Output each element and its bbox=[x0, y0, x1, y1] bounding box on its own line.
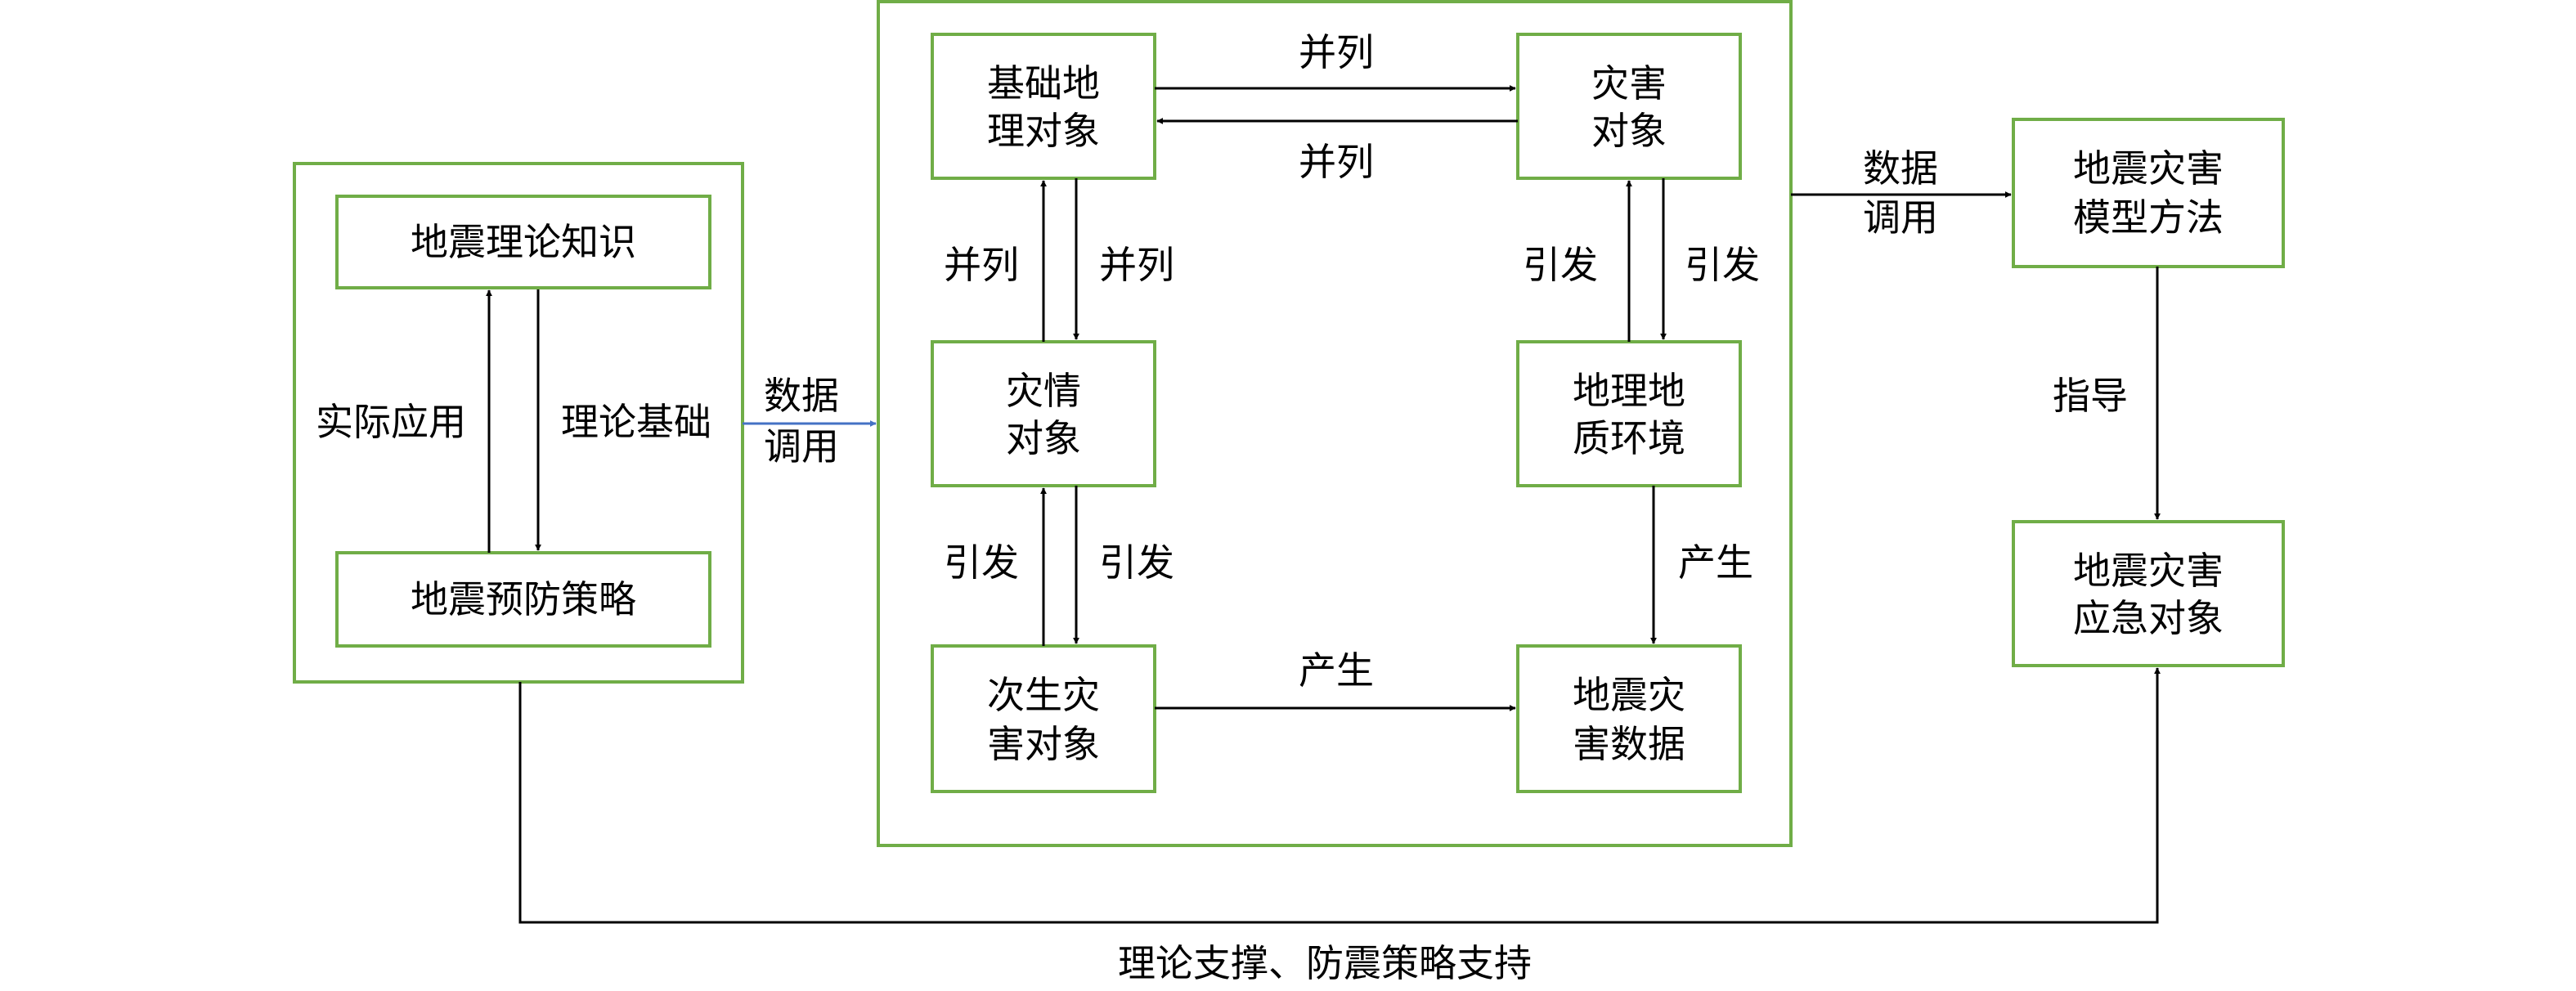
geo-environment-box bbox=[1516, 340, 1742, 487]
bottom-support-label: 理论支撑、防震策略支持 bbox=[1118, 941, 1532, 985]
data-call-right-label-line1: 数据 bbox=[1863, 146, 1938, 191]
prevention-strategy-label: 地震预防策略 bbox=[411, 577, 636, 621]
center-group-box bbox=[877, 0, 1793, 847]
theory-knowledge-box bbox=[335, 195, 711, 289]
model-method-label-line1: 地震灾害 bbox=[2073, 146, 2224, 191]
guide-label: 指导 bbox=[2053, 374, 2128, 418]
earthquake-disaster-data-label-line2: 害数据 bbox=[1573, 722, 1685, 766]
earthquake-disaster-data-box bbox=[1516, 644, 1742, 793]
trigger-right-down-label: 引发 bbox=[1685, 243, 1760, 287]
data-call-left-label-line1: 数据 bbox=[764, 374, 839, 418]
parallel-top-back-label: 并列 bbox=[1299, 140, 1374, 184]
emergency-object-label-line1: 地震灾害 bbox=[2073, 549, 2224, 593]
trigger-left-up-label: 引发 bbox=[944, 540, 1019, 585]
produce-right-label: 产生 bbox=[1678, 540, 1753, 585]
geo-environment-label-line1: 地理地 bbox=[1573, 369, 1685, 413]
secondary-disaster-object-box bbox=[931, 644, 1156, 793]
disaster-situation-object-box bbox=[931, 340, 1156, 487]
prevention-strategy-box bbox=[335, 551, 711, 648]
secondary-disaster-object-label-line2: 害对象 bbox=[987, 722, 1100, 766]
theoretical-basis-label: 理论基础 bbox=[561, 400, 711, 444]
data-call-right-label-line2: 调用 bbox=[1863, 195, 1938, 240]
earthquake-disaster-data-label-line1: 地震灾 bbox=[1573, 673, 1685, 717]
parallel-top-forward-label: 并列 bbox=[1299, 30, 1374, 74]
disaster-object-box bbox=[1516, 33, 1742, 180]
disaster-situation-object-label-line2: 对象 bbox=[1006, 416, 1081, 460]
trigger-right-up-label: 引发 bbox=[1523, 243, 1598, 287]
geo-environment-label-line2: 质环境 bbox=[1573, 416, 1685, 460]
model-method-label-line2: 模型方法 bbox=[2073, 195, 2224, 240]
parallel-left-down-label: 并列 bbox=[1099, 243, 1174, 287]
disaster-situation-object-label-line1: 灾情 bbox=[1006, 369, 1081, 413]
bottom-support-connector bbox=[518, 667, 2161, 924]
model-method-box bbox=[2012, 118, 2285, 268]
disaster-object-label-line2: 对象 bbox=[1591, 109, 1667, 153]
disaster-object-label-line1: 灾害 bbox=[1591, 61, 1667, 105]
secondary-disaster-object-label-line1: 次生灾 bbox=[987, 673, 1100, 717]
practical-application-label: 实际应用 bbox=[316, 400, 466, 444]
data-call-left-label-line2: 调用 bbox=[764, 424, 839, 469]
basic-geo-object-box bbox=[931, 33, 1156, 180]
theory-knowledge-label: 地震理论知识 bbox=[411, 220, 636, 264]
basic-geo-object-label-line1: 基础地 bbox=[987, 61, 1100, 105]
basic-geo-object-label-line2: 理对象 bbox=[987, 109, 1100, 153]
trigger-left-down-label: 引发 bbox=[1099, 540, 1174, 585]
emergency-object-label-line2: 应急对象 bbox=[2073, 596, 2224, 640]
produce-bottom-label: 产生 bbox=[1299, 648, 1374, 693]
parallel-left-up-label: 并列 bbox=[944, 243, 1019, 287]
emergency-object-box bbox=[2012, 520, 2285, 667]
